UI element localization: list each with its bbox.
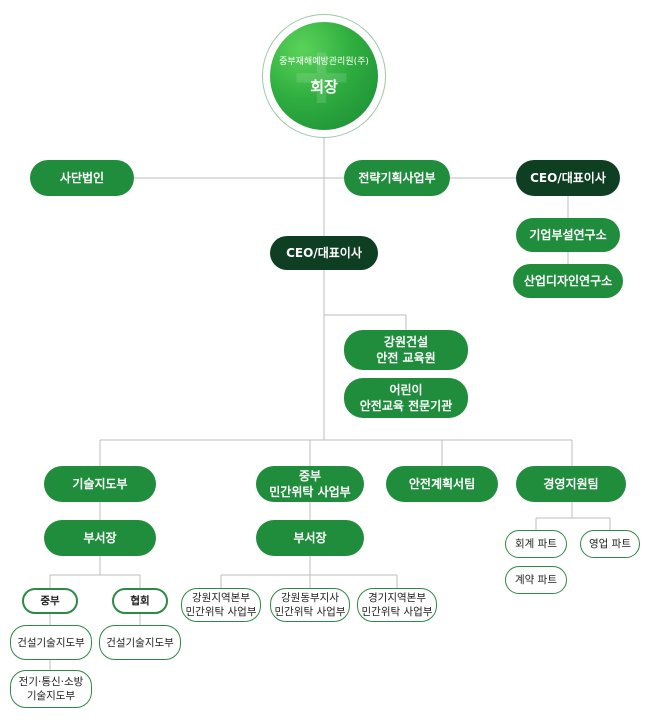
tech-branch-jungbu: 중부 bbox=[22, 588, 78, 614]
private-unit-gangwon-east: 강원동부지사 민간위탁 사업부 bbox=[270, 588, 350, 622]
ceo-center-node: CEO/대표이사 bbox=[270, 236, 378, 270]
tech-association-construction: 건설기술지도부 bbox=[99, 625, 181, 660]
part-sales: 영업 파트 bbox=[580, 530, 640, 558]
children-safety-education-node: 어린이 안전교육 전문기관 bbox=[344, 378, 468, 418]
dept-management-support: 경영지원팀 bbox=[516, 466, 626, 502]
dept-tech-guidance: 기술지도부 bbox=[44, 466, 156, 502]
plus-icon: + bbox=[288, 29, 356, 122]
chairman-title: 회장 bbox=[310, 77, 338, 96]
ceo-right-node: CEO/대표이사 bbox=[516, 160, 620, 196]
part-accounting: 회계 파트 bbox=[505, 530, 567, 558]
tech-branch-association: 협회 bbox=[112, 588, 168, 614]
industrial-design-institute-node: 산업디자인연구소 bbox=[513, 264, 623, 298]
corporate-research-institute-node: 기업부설연구소 bbox=[516, 218, 620, 252]
tech-director-node: 부서장 bbox=[44, 520, 156, 556]
tech-jungbu-electric-telecom-fire: 전기·통신·소방 기술지도부 bbox=[10, 670, 92, 708]
tech-jungbu-construction: 건설기술지도부 bbox=[10, 625, 92, 660]
strategy-planning-node: 전략기획사업부 bbox=[344, 160, 450, 196]
gangwon-safety-education-node: 강원건설 안전 교육원 bbox=[344, 330, 468, 370]
incorporated-association-node: 사단법인 bbox=[30, 160, 134, 196]
dept-safety-plan-team: 안전계획서팀 bbox=[386, 466, 498, 502]
private-unit-gangwon-regional: 강원지역본부 민간위탁 사업부 bbox=[181, 588, 261, 622]
company-name: 중부재해예방관리원(주) bbox=[279, 56, 369, 67]
private-unit-gyeonggi-regional: 경기지역본부 민간위탁 사업부 bbox=[357, 588, 437, 622]
chairman-node: + 중부재해예방관리원(주) 회장 bbox=[270, 22, 378, 130]
part-contract: 계약 파트 bbox=[505, 566, 567, 594]
private-director-node: 부서장 bbox=[256, 520, 364, 556]
dept-private-consignment: 중부 민간위탁 사업부 bbox=[256, 466, 364, 502]
